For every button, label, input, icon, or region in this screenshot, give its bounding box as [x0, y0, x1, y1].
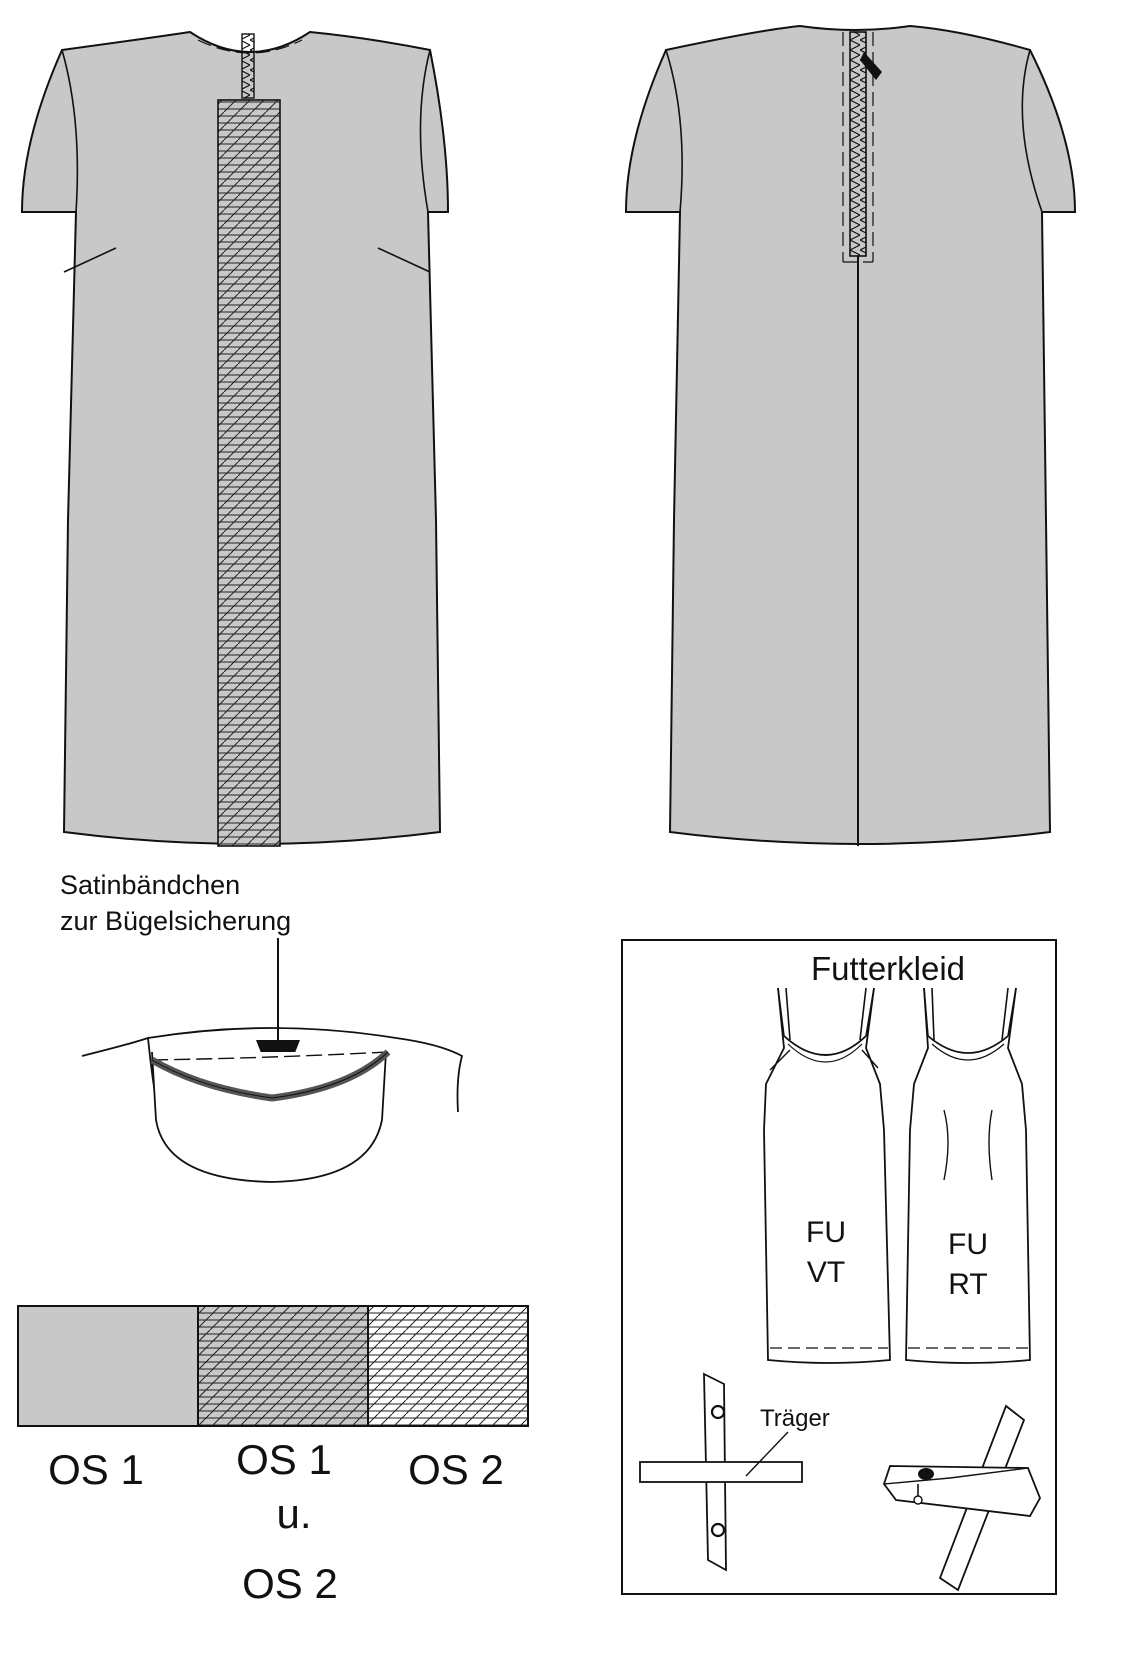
lining-back-left-dart: [943, 1109, 949, 1181]
legend-label-1: OS 1: [48, 1446, 144, 1493]
lining-back-label-line1: FU: [948, 1228, 988, 1261]
strap-label-leader: [745, 1431, 789, 1477]
lining-back-body: [905, 987, 1031, 1364]
lining-front-neckline: [783, 1035, 867, 1056]
lining-front-body: [763, 987, 891, 1364]
snap-bottom-icon: [710, 1522, 726, 1538]
lining-front-left-strap: [777, 987, 791, 1041]
lining-front-left-dart: [769, 1049, 791, 1071]
legend-label-3: OS 2: [408, 1446, 504, 1493]
back-left-sleeve-seam: [665, 49, 683, 213]
lining-back-neckline-inner: [931, 1043, 1005, 1061]
snap-closed-icon: [918, 1468, 934, 1480]
front-left-dart: [63, 247, 117, 273]
lining-back-right-strap: [1001, 987, 1017, 1041]
front-left-sleeve-seam: [61, 49, 79, 213]
snap-top-icon: [710, 1404, 726, 1420]
satin-ribbon-edge: [151, 1051, 389, 1099]
front-right-dart: [377, 247, 431, 273]
lining-back-neckline: [927, 1035, 1009, 1054]
snap-stud-icon: [913, 1495, 923, 1505]
back-zipper: [849, 31, 867, 257]
lining-title: Futterkleid: [811, 950, 965, 987]
zipper-pull-icon: [860, 52, 882, 80]
lining-front: FU VT: [763, 987, 891, 1364]
lining-box: Futterkleid FU VT FU RT: [621, 939, 1057, 1595]
legend-swatch-hatched-grey: [197, 1305, 369, 1427]
back-dress-body: [624, 24, 1077, 845]
lining-back-label-line2: RT: [948, 1268, 987, 1301]
folded-strap-flap: [883, 1467, 1029, 1485]
lining-front-neckline-inner: [787, 1043, 863, 1063]
lining-front-right-strap: [859, 987, 875, 1041]
lining-front-label-line2: VT: [807, 1256, 845, 1289]
lining-front-label-line1: FU: [806, 1216, 846, 1249]
detail-neckline-outer: [147, 1027, 397, 1039]
lining-front-right-dart: [861, 1049, 879, 1069]
legend-swatch-solid-grey: [17, 1305, 199, 1427]
legend-swatch-hatched-white: [367, 1305, 529, 1427]
front-center-panel: [217, 99, 281, 847]
detail-facing: [151, 1051, 387, 1183]
legend-label-2-line1: OS 1: [236, 1436, 332, 1483]
lining-back-left-strap: [923, 987, 935, 1041]
front-right-sleeve-seam: [419, 49, 431, 213]
detail-facing-stitching: [151, 1051, 389, 1061]
front-dress: [20, 30, 450, 847]
back-right-sleeve-seam: [1021, 49, 1043, 213]
front-neck-zipper: [241, 33, 255, 99]
back-zipper-stitching: [842, 32, 874, 263]
back-dress: [624, 24, 1077, 846]
lining-back: FU RT: [905, 987, 1031, 1364]
strap-horizontal: [639, 1461, 803, 1483]
strap-detail-flat: Träger: [639, 1372, 830, 1572]
neckline-detail: Satinbändchen zur Bügelsicherung: [60, 870, 464, 1183]
front-neckline-stitching: [197, 39, 303, 54]
detail-left-shoulder: [81, 1036, 159, 1113]
detail-label-line1: Satinbändchen: [60, 870, 240, 900]
legend-label-2-line2: u.: [276, 1490, 311, 1537]
detail-label-line2: zur Bügelsicherung: [60, 906, 291, 936]
strap-detail-folded: [882, 1404, 1041, 1592]
detail-right-shoulder: [395, 1037, 464, 1113]
lining-back-right-dart: [988, 1109, 993, 1181]
legend-label-2-line3: OS 2: [242, 1560, 338, 1607]
fabric-legend: OS 1 OS 1 u. OS 2 OS 2: [17, 1305, 529, 1607]
strap-label: Träger: [760, 1405, 830, 1432]
